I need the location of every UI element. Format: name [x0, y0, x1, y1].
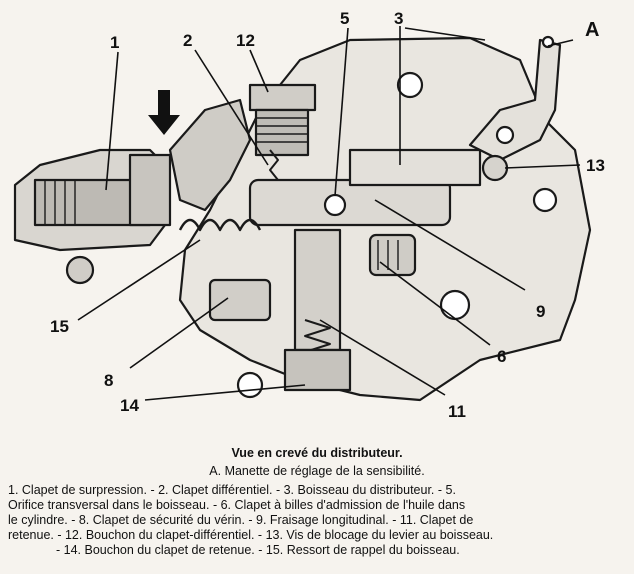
plug-14 — [283, 348, 352, 392]
rear-housing — [168, 98, 252, 212]
cutaway-illustration: 1 2 12 5 3 A 13 9 6 11 14 8 15 — [13, 9, 605, 421]
ball-valve-6 — [368, 233, 417, 277]
callout-a: A — [585, 19, 600, 41]
callout-5: 5 — [340, 9, 350, 28]
screw-13 — [481, 154, 509, 182]
caption-title: Vue en crevé du distributeur. — [231, 446, 403, 460]
figure-caption: Vue en crevé du distributeur. A. Manette… — [0, 440, 634, 574]
callout-14: 14 — [120, 396, 139, 415]
callout-13: 13 — [586, 156, 605, 175]
return-spring-15 — [178, 218, 262, 232]
callout-3: 3 — [394, 9, 404, 28]
relief-valve-cap — [128, 153, 172, 227]
caption-line: le cylindre. - 8. Clapet de sécurité du … — [8, 513, 474, 527]
callout-11: 11 — [448, 402, 466, 421]
check-valve-11 — [293, 228, 342, 352]
caption-line: 1. Clapet de surpression. - 2. Clapet di… — [8, 483, 456, 497]
spool-3 — [248, 178, 452, 227]
callout-2: 2 — [183, 31, 193, 50]
callout-6: 6 — [497, 347, 507, 366]
flow-arrow — [148, 90, 180, 135]
callout-12: 12 — [236, 31, 255, 50]
callout-8: 8 — [104, 371, 114, 390]
callout-1: 1 — [110, 33, 120, 52]
plug-12 — [248, 83, 317, 112]
caption-subtitle: A. Manette de réglage de la sensibilité. — [209, 464, 425, 478]
callout-15: 15 — [50, 317, 69, 336]
distributor-drawing — [13, 26, 592, 402]
caption-line: Orifice transversal dans le boisseau. - … — [8, 498, 466, 512]
caption-line: retenue. - 12. Bouchon du clapet-différe… — [8, 528, 494, 542]
safety-valve-8 — [208, 278, 272, 322]
caption-line: - 14. Bouchon du clapet de retenue. - 15… — [56, 543, 460, 557]
callout-9: 9 — [536, 302, 546, 321]
